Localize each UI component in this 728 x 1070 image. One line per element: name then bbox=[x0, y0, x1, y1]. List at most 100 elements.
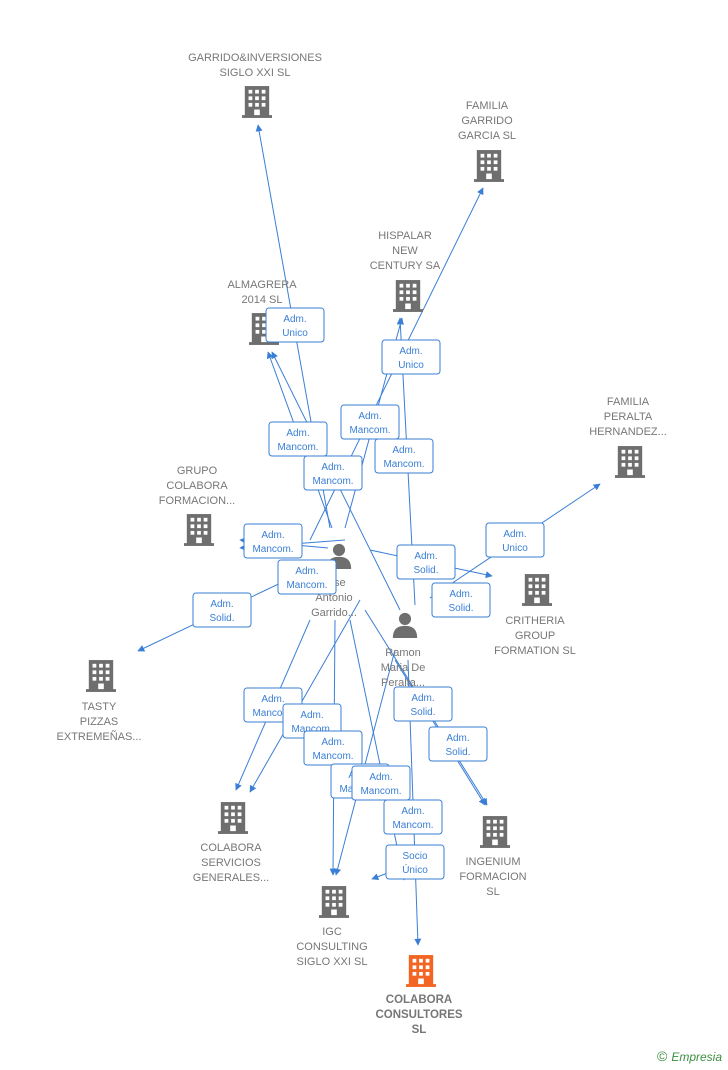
edge-label-text: Mancom. bbox=[252, 708, 293, 719]
edge-label-13[interactable]: Adm. Mancom. bbox=[282, 703, 342, 739]
edge-label-box bbox=[485, 522, 545, 558]
node-ingenium[interactable]: INGENIUM FORMACION SL bbox=[459, 816, 527, 898]
node-label-line: HISPALAR bbox=[378, 230, 432, 242]
edge-label-9[interactable]: Adm.Unico bbox=[485, 522, 545, 558]
edge-label-4[interactable]: Adm.Mancom. bbox=[374, 438, 434, 474]
edge-label-text: Adm. bbox=[300, 710, 323, 721]
edge-label-box bbox=[303, 455, 363, 491]
edge-label-text: Adm. bbox=[321, 462, 344, 473]
edge-label-11[interactable]: Adm.Solid. bbox=[431, 582, 491, 618]
node-label-line: SL bbox=[486, 886, 499, 898]
node-label-line: COLABORA bbox=[200, 842, 262, 854]
edge-label-2[interactable]: Adm.Mancom. bbox=[268, 421, 328, 457]
edge-label-text: Adm. bbox=[210, 599, 233, 610]
edge-label-box bbox=[393, 686, 453, 722]
node-label-line: FORMACION... bbox=[159, 495, 235, 507]
edge-label-box bbox=[374, 438, 434, 474]
edge-label-box bbox=[340, 404, 400, 440]
edge-label-3[interactable]: Adm. Mancom. bbox=[340, 404, 400, 440]
edge-label-10[interactable]: Adm.Solid. bbox=[396, 544, 456, 580]
edge-label-text: Adm. bbox=[399, 346, 422, 357]
edge-label-box bbox=[351, 765, 411, 801]
building-icon bbox=[615, 446, 645, 478]
node-label-line: FORMACION bbox=[459, 871, 526, 883]
edge-label-box bbox=[383, 799, 443, 835]
building-icon bbox=[480, 816, 510, 848]
edge-label-text: Adm. bbox=[446, 733, 469, 744]
building-icon bbox=[406, 955, 436, 987]
building-icon bbox=[86, 660, 116, 692]
edge-label-text: Solid. bbox=[445, 747, 470, 758]
edge-label-text: Adm. bbox=[414, 551, 437, 562]
brand-footer[interactable]: ©Empresia bbox=[657, 1048, 722, 1064]
node-label-line: Maria De bbox=[381, 662, 426, 674]
node-label-line: Garrido... bbox=[311, 607, 357, 619]
edge-label-19[interactable]: Adm.Mancom. bbox=[383, 799, 443, 835]
node-label-line: Antonio bbox=[315, 592, 352, 604]
edge-label-text: Adm. bbox=[369, 772, 392, 783]
edge-label-17[interactable]: Adm. Solid. bbox=[428, 726, 488, 762]
brand-logo: Empresia bbox=[671, 1050, 722, 1064]
node-familia-peralta[interactable]: FAMILIA PERALTA HERNANDEZ... bbox=[589, 396, 667, 478]
node-label-line: FORMATION SL bbox=[494, 645, 576, 657]
edge-label-text: Unico bbox=[502, 543, 528, 554]
edge-label-8[interactable]: Adm.Solid. bbox=[192, 592, 252, 628]
edge-label-text: Mancom. bbox=[286, 580, 327, 591]
edge-label-16[interactable]: Adm.Solid. bbox=[393, 686, 453, 722]
node-label-line: INGENIUM bbox=[466, 856, 521, 868]
node-label-line: ALMAGRERA bbox=[227, 279, 297, 291]
node-label-line: GARRIDO&INVERSIONES bbox=[188, 52, 322, 64]
edge-label-text: Solid. bbox=[410, 707, 435, 718]
node-label-line: PIZZAS bbox=[80, 716, 119, 728]
edge-label-text: Mancom. bbox=[252, 544, 293, 555]
edge-label-box bbox=[428, 726, 488, 762]
edge-label-box bbox=[268, 421, 328, 457]
node-label-line: SIGLO XXI SL bbox=[297, 956, 368, 968]
node-grupo-colabora[interactable]: GRUPOCOLABORAFORMACION... bbox=[159, 465, 235, 546]
node-label-line: COLABORA bbox=[386, 994, 452, 1006]
edge-label-text: Adm. bbox=[358, 411, 381, 422]
edge-arrow-13 bbox=[249, 599, 361, 793]
edge-label-14[interactable]: Adm.Mancom. bbox=[303, 730, 363, 766]
node-label-line: CENTURY SA bbox=[370, 260, 441, 272]
edge-label-text: Mancom. bbox=[291, 724, 332, 735]
edge-label-text: Unico bbox=[398, 360, 424, 371]
node-tasty[interactable]: TASTYPIZZASEXTREMEÑAS... bbox=[57, 660, 142, 743]
node-label-line: IGC bbox=[322, 926, 342, 938]
edge-label-box bbox=[243, 523, 303, 559]
edge-label-1[interactable]: Adm. Unico bbox=[381, 339, 441, 375]
node-label-line: GENERALES... bbox=[193, 872, 269, 884]
edge-label-18[interactable]: Adm.Mancom. bbox=[351, 765, 411, 801]
edge-arrow-18 bbox=[334, 649, 396, 876]
edge-label-6[interactable]: Adm.Mancom. bbox=[243, 523, 303, 559]
edge-label-text: Mancom. bbox=[349, 425, 390, 436]
node-colabora-servicios[interactable]: COLABORASERVICIOSGENERALES... bbox=[193, 802, 269, 884]
node-label-line: COLABORA bbox=[166, 480, 228, 492]
building-icon bbox=[218, 802, 248, 834]
edge-label-text: Adm. bbox=[295, 566, 318, 577]
edge-label-box bbox=[431, 582, 491, 618]
copyright-icon: © bbox=[656, 1048, 668, 1064]
edge-label-7[interactable]: Adm. Mancom. bbox=[277, 559, 337, 595]
edge-label-text: Adm. bbox=[261, 694, 284, 705]
node-label-line: PERALTA bbox=[604, 411, 653, 423]
node-label-line: Peralta... bbox=[381, 677, 425, 689]
node-label-line: FAMILIA bbox=[607, 396, 650, 408]
edge-label-0[interactable]: Adm.Unico bbox=[265, 307, 325, 343]
node-label-line: CONSULTORES bbox=[375, 1009, 462, 1021]
edge-label-text: Adm. bbox=[401, 806, 424, 817]
edge-label-5[interactable]: Adm.Mancom. bbox=[303, 455, 363, 491]
node-label-line: TASTY bbox=[82, 701, 117, 713]
node-label-line: HERNANDEZ... bbox=[589, 426, 667, 438]
building-icon bbox=[474, 150, 504, 182]
